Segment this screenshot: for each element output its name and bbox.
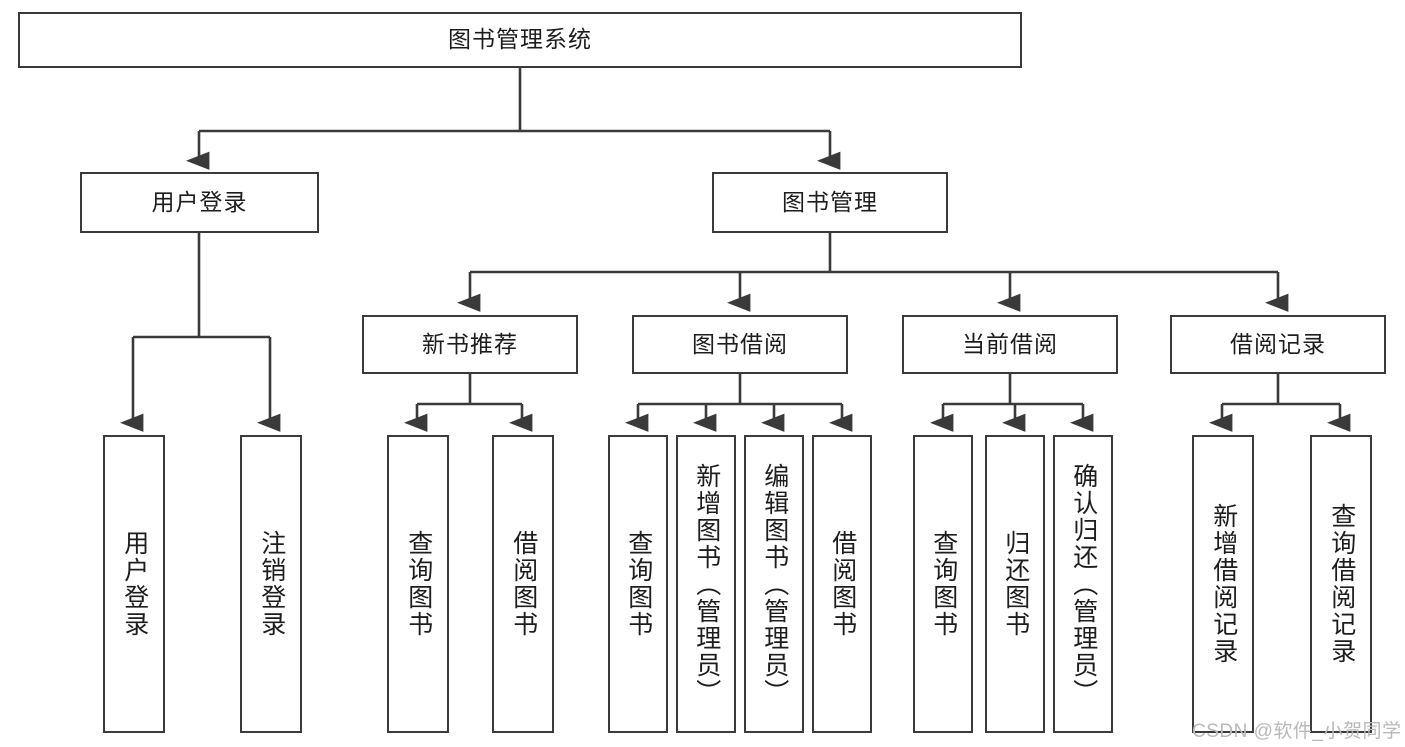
leaf-label: 查询图书 — [404, 530, 433, 638]
csdn-watermark: CSDN @软件_小贺同学 — [1192, 721, 1402, 742]
leaf-label: 确认归还（管理员） — [1069, 462, 1098, 706]
leaf-label: 归还图书 — [1001, 530, 1030, 638]
leaf-label: 用户登录 — [120, 530, 149, 638]
leaf-label: 查询图书 — [624, 530, 653, 638]
node-leaf-borrow-book-1[interactable]: 借阅图书 — [492, 435, 554, 733]
leaf-label: 查询借阅记录 — [1327, 503, 1356, 665]
node-leaf-edit-book[interactable]: 编辑图书（管理员） — [744, 435, 804, 733]
node-current-borrow[interactable]: 当前借阅 — [902, 315, 1118, 374]
leaf-label: 借阅图书 — [828, 530, 857, 638]
node-leaf-query-book-1[interactable]: 查询图书 — [387, 435, 449, 733]
node-root-system[interactable]: 图书管理系统 — [18, 12, 1022, 68]
node-leaf-query-book-2[interactable]: 查询图书 — [608, 435, 668, 733]
node-leaf-borrow-book-2[interactable]: 借阅图书 — [812, 435, 872, 733]
leaf-label: 编辑图书（管理员） — [760, 462, 789, 706]
node-leaf-confirm-return[interactable]: 确认归还（管理员） — [1053, 435, 1113, 733]
leaf-label: 借阅图书 — [509, 530, 538, 638]
node-leaf-return-book[interactable]: 归还图书 — [985, 435, 1045, 733]
node-leaf-logout-login[interactable]: 注销登录 — [240, 435, 302, 733]
leaf-label: 新增图书（管理员） — [692, 462, 721, 706]
node-book-management[interactable]: 图书管理 — [712, 172, 948, 233]
leaf-label: 查询图书 — [929, 530, 958, 638]
node-leaf-add-book[interactable]: 新增图书（管理员） — [676, 435, 736, 733]
node-leaf-query-record[interactable]: 查询借阅记录 — [1310, 435, 1372, 733]
node-leaf-user-login[interactable]: 用户登录 — [103, 435, 165, 733]
node-borrow-record[interactable]: 借阅记录 — [1170, 315, 1386, 374]
leaf-label: 新增借阅记录 — [1209, 503, 1238, 665]
node-leaf-add-record[interactable]: 新增借阅记录 — [1192, 435, 1254, 733]
node-user-login[interactable]: 用户登录 — [80, 172, 319, 233]
leaf-label: 注销登录 — [257, 530, 286, 638]
node-book-borrow[interactable]: 图书借阅 — [632, 315, 848, 374]
node-new-book-recommend[interactable]: 新书推荐 — [362, 315, 578, 374]
node-leaf-query-book-3[interactable]: 查询图书 — [913, 435, 973, 733]
